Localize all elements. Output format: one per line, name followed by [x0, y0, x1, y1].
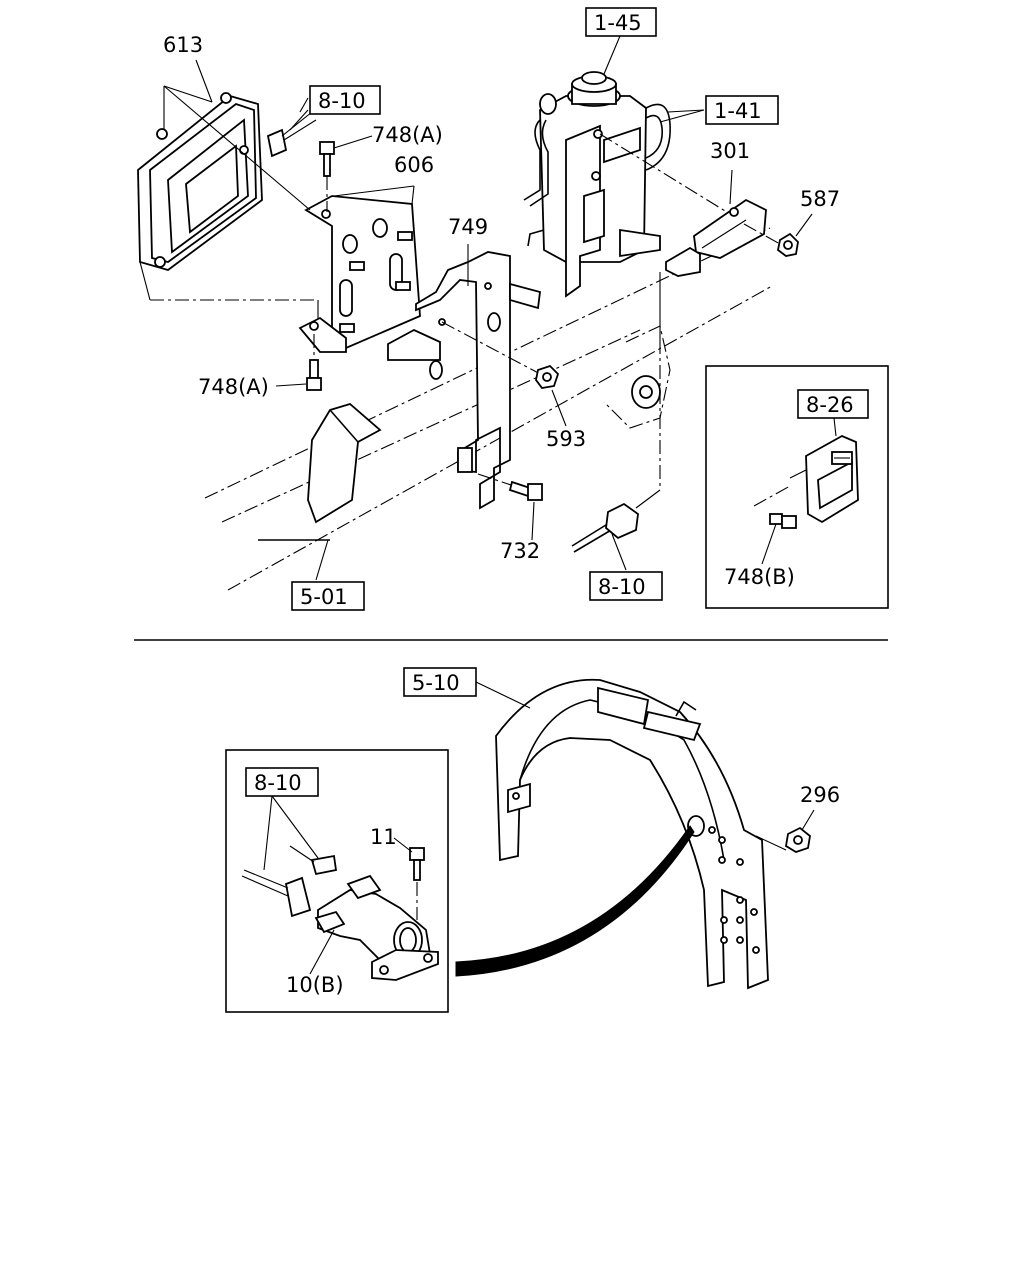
callout-box-8-10-inset: [245, 767, 319, 797]
callout-box-8-26: [797, 389, 869, 419]
bracket-749: [387, 251, 545, 510]
detail-pointer: [455, 825, 695, 977]
callout-box-5-10: [403, 667, 477, 697]
connector-8-10-top: [266, 97, 317, 158]
nut-587: [777, 232, 799, 257]
relay-8-26: [753, 434, 859, 529]
bolt-11: [409, 847, 425, 920]
callout-301: 301: [710, 139, 750, 163]
callout-11: 11: [370, 825, 397, 849]
callout-1-45: 1-45: [594, 11, 642, 35]
frame-bracket: [603, 325, 671, 429]
callout-8-10-top: 8-10: [318, 89, 366, 113]
callout-8-26: 8-26: [806, 393, 854, 417]
bolt-748a-bottom: [306, 334, 322, 391]
sensor-301: [635, 198, 781, 509]
studs: [339, 231, 413, 333]
callout-748a-bottom: 748(A): [198, 375, 269, 399]
bracket-606: [298, 195, 421, 353]
bolt-732: [477, 473, 543, 501]
callout-box-5-01: [291, 581, 365, 611]
callout-8-10-inset: 8-10: [254, 771, 302, 795]
callout-593: 593: [546, 427, 586, 451]
callout-748b: 748(B): [724, 565, 795, 589]
nut-593: [535, 364, 560, 389]
leader-lines: [163, 35, 837, 975]
callout-296: 296: [800, 783, 840, 807]
callout-box-8-10-top: [309, 85, 381, 115]
nut-296: [785, 826, 811, 853]
callout-box-1-41: [705, 95, 779, 125]
callout-732: 732: [500, 539, 540, 563]
callout-8-10-bottom: 8-10: [598, 575, 646, 599]
callout-748a-top: 748(A): [372, 123, 443, 147]
connector-8-10-bottom: [571, 502, 639, 553]
callout-box-1-45: [585, 7, 657, 37]
connector-8-10-inset: [241, 845, 338, 918]
fuel-filter-assembly: [523, 71, 671, 298]
callout-10b: 10(B): [286, 973, 344, 997]
callout-587: 587: [800, 187, 840, 211]
sensor-10b: [314, 874, 439, 981]
frame-5-10: [495, 678, 787, 990]
callout-613: 613: [163, 33, 203, 57]
callout-box-8-10-bottom: [589, 571, 663, 601]
callout-5-01: 5-01: [300, 585, 348, 609]
callout-606: 606: [394, 153, 434, 177]
gusset-plate: [307, 402, 382, 524]
callout-5-10: 5-10: [412, 671, 460, 695]
callout-749: 749: [448, 215, 488, 239]
callout-1-41: 1-41: [714, 99, 762, 123]
